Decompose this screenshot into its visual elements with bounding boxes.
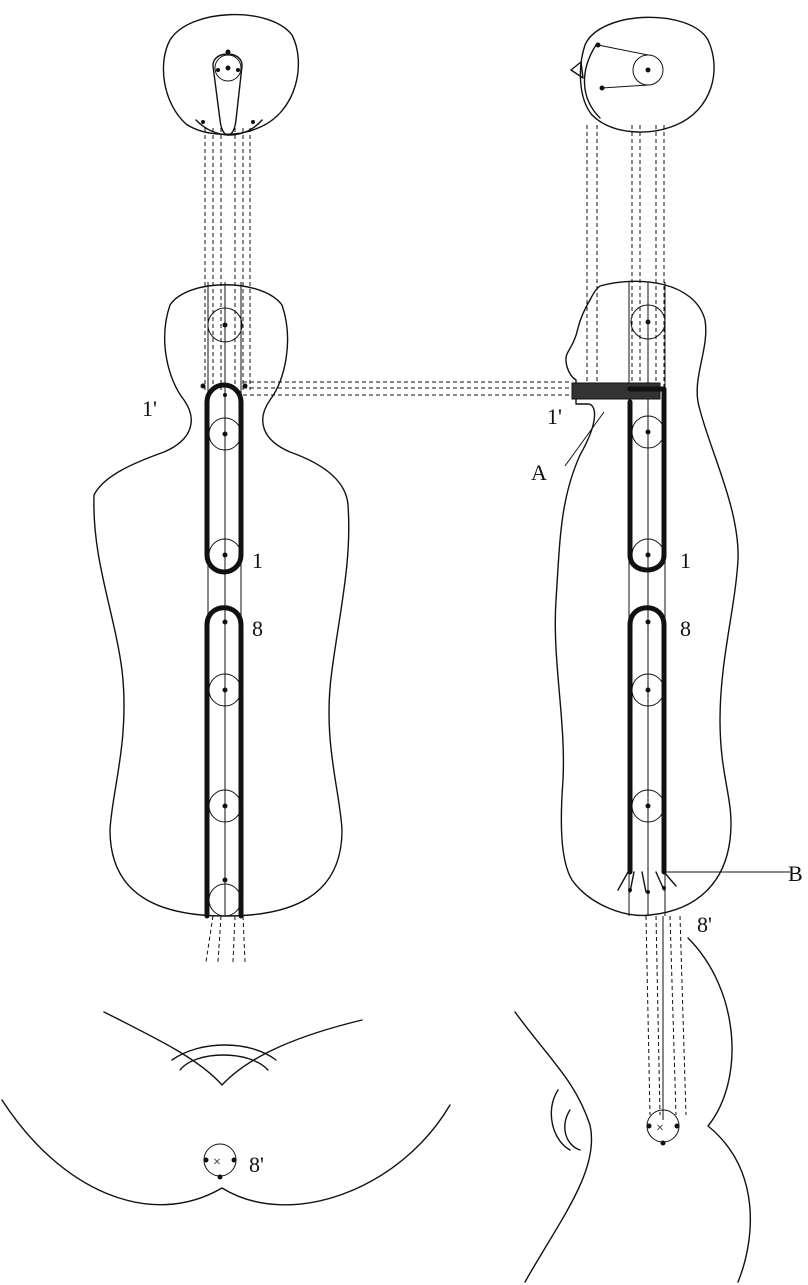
side-lower-body-outline	[687, 937, 752, 1283]
side-neck-joint	[630, 304, 666, 340]
side-hip-projection-lines	[645, 915, 687, 1120]
view-connection-lines	[243, 381, 572, 396]
front-hip-projection-lines	[205, 915, 246, 963]
label-side-1: 1	[680, 548, 691, 573]
side-spine-segment-lower	[627, 605, 667, 875]
side-torso-outline	[554, 280, 739, 917]
label-side-A: A	[531, 460, 547, 485]
label-side-B: B	[788, 861, 803, 886]
front-head-joint	[214, 54, 242, 82]
front-torso-outline	[93, 284, 350, 917]
front-hips-outline	[103, 1011, 363, 1086]
label-front-1prime: 1'	[142, 396, 157, 421]
label-front-8prime: 8'	[249, 1152, 264, 1177]
front-neck-joint	[207, 307, 243, 343]
label-side-8prime: 8'	[697, 912, 712, 937]
front-head-top-view	[162, 13, 299, 136]
side-head-top-view	[579, 16, 715, 133]
front-spine-segment-lower	[204, 605, 244, 919]
label-side-8: 8	[680, 616, 691, 641]
side-base-B	[617, 871, 677, 894]
svg-text:×: ×	[213, 1155, 221, 1170]
leader-line-A	[564, 411, 605, 467]
label-front-8: 8	[252, 616, 263, 641]
label-side-1prime: 1'	[547, 404, 562, 429]
side-view: ×	[514, 16, 790, 1283]
front-head-neck-shape	[212, 53, 243, 136]
front-view: ×	[1, 13, 451, 1206]
side-head-projection-lines	[586, 125, 665, 395]
front-spine-segment-upper	[204, 382, 244, 575]
svg-text:×: ×	[656, 1121, 664, 1136]
front-head-projection-lines	[204, 128, 251, 390]
label-front-1: 1	[252, 548, 263, 573]
